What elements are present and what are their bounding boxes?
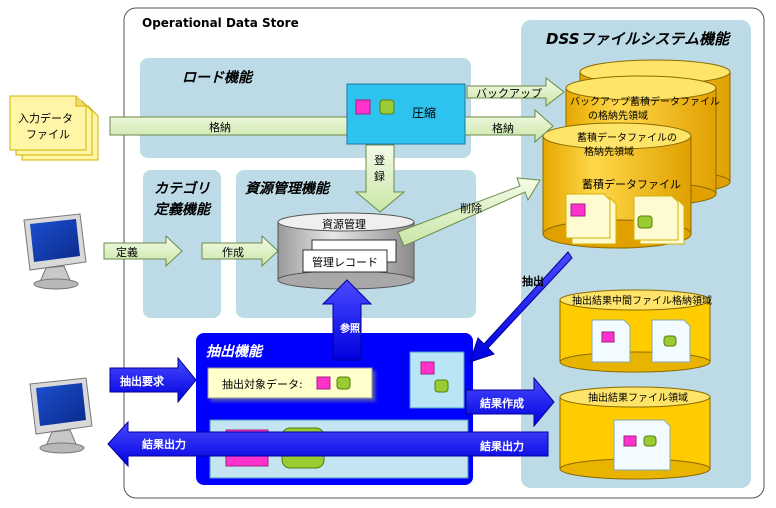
load-title: ロード機能 bbox=[182, 69, 254, 86]
request-arrow-label: 抽出要求 bbox=[120, 374, 165, 388]
result-create-arrow bbox=[465, 376, 555, 428]
resource-title: 資源管理機能 bbox=[245, 180, 331, 197]
create-arrow-label: 作成 bbox=[222, 246, 244, 259]
result-file-icon bbox=[613, 419, 671, 471]
extract-temp-icon bbox=[420, 361, 449, 393]
resource-mgmt-label: 資源管理 bbox=[322, 217, 366, 231]
dss-title: DSSファイルシステム機能 bbox=[546, 30, 731, 48]
record-box bbox=[302, 249, 388, 273]
output-arrow bbox=[107, 420, 549, 468]
define-arrow bbox=[103, 234, 183, 268]
input-file-icon bbox=[9, 95, 99, 161]
define-arrow-label: 定義 bbox=[116, 245, 138, 259]
register-arrow bbox=[354, 144, 406, 213]
client-monitor-icon bbox=[23, 213, 87, 290]
accum-file-icon bbox=[565, 193, 617, 245]
category-title-2: 定義機能 bbox=[153, 201, 212, 218]
result-area-label: 抽出結果ファイル領域 bbox=[588, 391, 688, 404]
record-label: 管理レコード bbox=[312, 255, 378, 269]
client-monitor-icon bbox=[29, 377, 93, 454]
create-arrow bbox=[201, 234, 279, 268]
mid-area-label: 抽出結果中間ファイル格納領域 bbox=[572, 294, 712, 307]
store-arrow-label-2: 格納 bbox=[492, 121, 514, 135]
output-arrow-label-2: 結果出力 bbox=[480, 439, 524, 453]
request-arrow bbox=[109, 356, 197, 404]
accum-area-label-1: 蓄積データファイルの bbox=[577, 131, 677, 144]
backup-area-label-1: バックアップ蓄積データファイル bbox=[570, 95, 720, 108]
category-title-1: カテゴリ bbox=[154, 180, 210, 197]
delete-arrow-label: 削除 bbox=[460, 201, 482, 215]
input-file-label-2: ファイル bbox=[26, 128, 70, 141]
extract-target-label: 抽出対象データ: bbox=[222, 377, 303, 391]
category-panel bbox=[143, 170, 221, 318]
accum-file-label: 蓄積データファイル bbox=[582, 177, 681, 191]
output-arrow-label: 結果出力 bbox=[142, 437, 186, 451]
backup-arrow bbox=[466, 76, 565, 108]
backup-area-label-2: の格納先領域 bbox=[588, 109, 648, 122]
delete-arrow bbox=[397, 177, 541, 247]
extract-title: 抽出機能 bbox=[206, 343, 264, 360]
register-arrow-label-2: 録 bbox=[374, 169, 385, 183]
result-create-arrow-label: 結果作成 bbox=[480, 396, 524, 410]
accum-area-label-2: 格納先領域 bbox=[584, 145, 634, 158]
extract-target-icon bbox=[316, 376, 351, 390]
extract-arrow bbox=[469, 251, 573, 363]
store-arrow-label: 格納 bbox=[209, 120, 231, 134]
compress-data-icon bbox=[355, 99, 395, 115]
store-title: Operational Data Store bbox=[142, 16, 299, 30]
input-file-label-1: 入力データ bbox=[18, 111, 73, 125]
mid-file-icon bbox=[591, 319, 691, 363]
compress-label: 圧縮 bbox=[412, 105, 436, 120]
reference-arrow bbox=[321, 279, 373, 361]
backup-arrow-label: バックアップ bbox=[476, 87, 542, 100]
reference-arrow-label: 参照 bbox=[340, 322, 360, 335]
register-arrow-label-1: 登 bbox=[374, 153, 385, 167]
extract-arrow-label: 抽出 bbox=[522, 274, 544, 288]
accum-file-icon bbox=[633, 195, 685, 245]
